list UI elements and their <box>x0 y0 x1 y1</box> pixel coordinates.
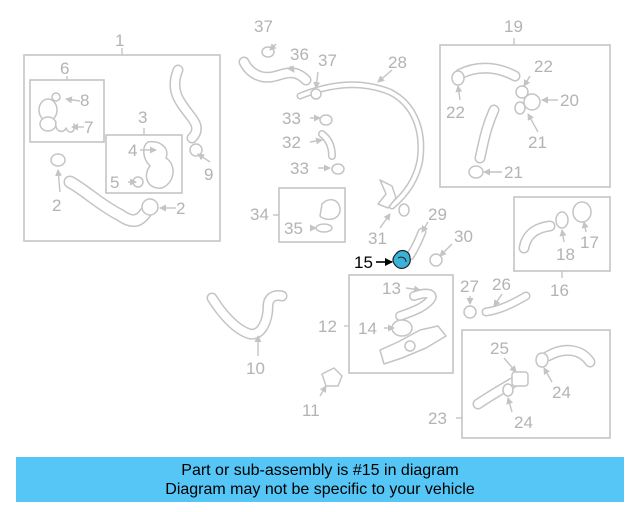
callout-12[interactable]: 12 <box>318 317 337 336</box>
callout-33[interactable]: 33 <box>290 159 309 178</box>
group-box-23 <box>461 329 611 439</box>
callout-10[interactable]: 10 <box>246 359 265 378</box>
callout-21[interactable]: 21 <box>528 133 547 152</box>
leader-arrows <box>55 43 589 419</box>
parts-diagram: 1 2 2 3 4 5 6 7 8 9 10 11 12 13 14 15 16… <box>23 17 611 439</box>
callout-23[interactable]: 23 <box>428 409 447 428</box>
info-banner: Part or sub-assembly is #15 in diagram D… <box>16 457 624 502</box>
callout-19[interactable]: 19 <box>504 17 523 36</box>
callout-14[interactable]: 14 <box>358 319 377 338</box>
callout-20[interactable]: 20 <box>560 91 579 110</box>
callout-31[interactable]: 31 <box>368 229 387 248</box>
callout-2[interactable]: 2 <box>52 196 61 215</box>
loose-parts <box>206 46 531 387</box>
callout-26[interactable]: 26 <box>492 275 511 294</box>
callout-33[interactable]: 33 <box>282 109 301 128</box>
callout-21[interactable]: 21 <box>504 163 523 182</box>
callout-35[interactable]: 35 <box>284 219 303 238</box>
group-box-19 <box>439 38 611 188</box>
callout-24[interactable]: 24 <box>514 413 533 432</box>
callout-6[interactable]: 6 <box>60 59 69 78</box>
callout-13[interactable]: 13 <box>382 279 401 298</box>
callout-3[interactable]: 3 <box>138 108 147 127</box>
callout-27[interactable]: 27 <box>460 277 479 296</box>
callout-1[interactable]: 1 <box>115 31 124 50</box>
banner-line-part-number: Part or sub-assembly is #15 in diagram <box>181 462 459 479</box>
callout-34[interactable]: 34 <box>250 205 269 224</box>
callout-9[interactable]: 9 <box>204 165 213 184</box>
callout-11[interactable]: 11 <box>302 401 320 420</box>
callout-2[interactable]: 2 <box>176 199 185 218</box>
callout-17[interactable]: 17 <box>580 233 599 252</box>
callout-32[interactable]: 32 <box>282 133 301 152</box>
callout-28[interactable]: 28 <box>388 53 407 72</box>
callout-15[interactable]: 15 <box>354 253 373 272</box>
callout-24[interactable]: 24 <box>552 383 571 402</box>
callout-30[interactable]: 30 <box>454 227 473 246</box>
callout-37[interactable]: 37 <box>254 17 273 36</box>
callout-8[interactable]: 8 <box>80 91 89 110</box>
callout-22[interactable]: 22 <box>534 57 553 76</box>
callout-22[interactable]: 22 <box>446 103 465 122</box>
callout-16[interactable]: 16 <box>550 281 569 300</box>
group-box-16 <box>513 196 611 278</box>
callout-29[interactable]: 29 <box>428 205 447 224</box>
callout-labels: 1 2 2 3 4 5 6 7 8 9 10 11 12 13 14 15 16… <box>52 17 599 432</box>
callout-36[interactable]: 36 <box>290 45 309 64</box>
callout-25[interactable]: 25 <box>490 339 509 358</box>
callout-7[interactable]: 7 <box>84 118 93 137</box>
callout-4[interactable]: 4 <box>128 141 137 160</box>
part-15-icon[interactable] <box>392 249 411 270</box>
callout-5[interactable]: 5 <box>110 173 119 192</box>
callout-37[interactable]: 37 <box>318 51 337 70</box>
callout-18[interactable]: 18 <box>556 245 575 264</box>
banner-line-disclaimer: Diagram may not be specific to your vehi… <box>165 481 475 498</box>
